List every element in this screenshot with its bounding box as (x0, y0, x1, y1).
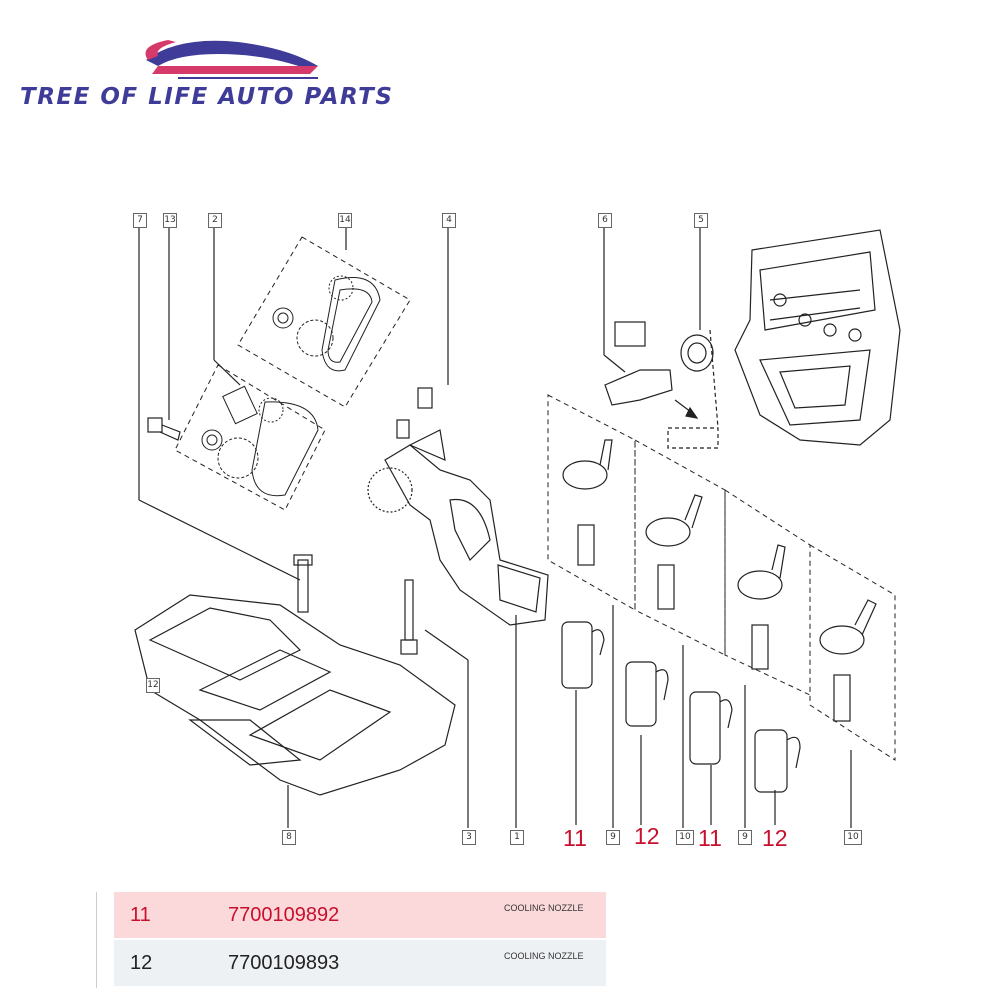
part-tag: 8 (282, 830, 296, 845)
part-tag: 1 (510, 830, 524, 845)
part-number: 7700109892 (228, 904, 340, 926)
part-tag: 3 (462, 830, 476, 845)
part-description: COOLING NOZZLE (504, 951, 584, 961)
part-tag: 7 (133, 213, 147, 228)
part-tag: 4 (442, 213, 456, 228)
part-tag: 14 (338, 213, 352, 228)
part-number: 7700109893 (228, 952, 340, 974)
table-row: 11 7700109892 COOLING NOZZLE (114, 892, 606, 938)
part-tag: 12 (146, 678, 160, 693)
exploded-parts-diagram (134, 228, 901, 828)
part-tag: 2 (208, 213, 222, 228)
table-row: 12 7700109893 COOLING NOZZLE (114, 940, 606, 986)
part-tag: 10 (676, 830, 694, 845)
row-number: 11 (130, 904, 151, 926)
brand-name: TREE OF LIFE AUTO PARTS (20, 84, 394, 110)
callout-label: 11 (698, 825, 722, 851)
callout-label: 11 (563, 825, 587, 851)
part-description: COOLING NOZZLE (504, 903, 584, 913)
callout-label: 12 (634, 823, 660, 849)
part-tag: 6 (598, 213, 612, 228)
part-tag: 9 (738, 830, 752, 845)
part-tag: 9 (606, 830, 620, 845)
row-number: 12 (130, 952, 153, 974)
car-logo-icon (145, 40, 318, 79)
table-divider (96, 892, 97, 988)
parts-table: 11 7700109892 COOLING NOZZLE 12 77001098… (114, 892, 606, 986)
part-tag: 13 (163, 213, 177, 228)
part-tag: 5 (694, 213, 708, 228)
callout-label: 12 (762, 825, 788, 851)
part-tag: 10 (844, 830, 862, 845)
